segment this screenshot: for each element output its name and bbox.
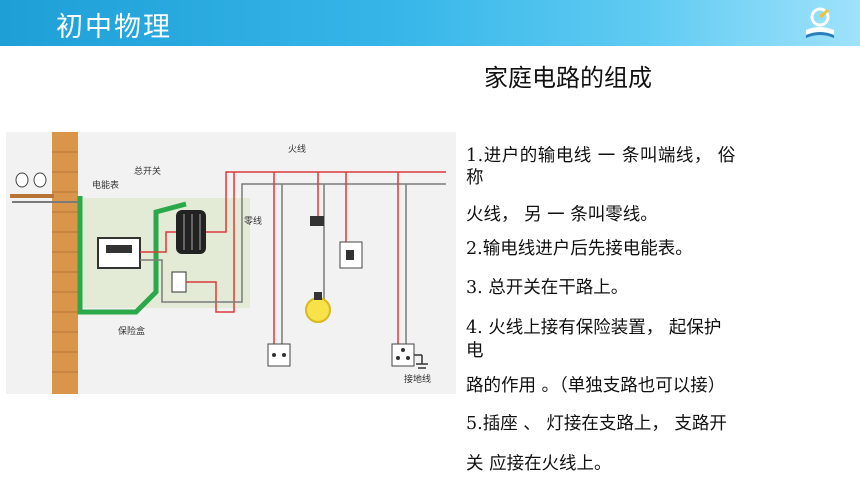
light-bulb — [305, 297, 331, 323]
header-banner: 初中物理 — [0, 0, 860, 46]
label-fire-wire: 火线 — [288, 143, 306, 155]
point-line-5: 3. 总开关在干路上。 — [466, 278, 629, 298]
banner-title: 初中物理 — [56, 12, 172, 43]
book-logo-icon — [806, 7, 834, 38]
socket-three-pin — [391, 343, 415, 367]
point-line-9: 5.插座 、 灯接在支路上， 支路开 — [466, 414, 727, 434]
label-fuse-box: 保险盒 — [118, 325, 145, 337]
point-line-8: 路的作用 。（单独支路也可以接） — [466, 376, 726, 396]
house-area — [68, 198, 250, 308]
socket-two-pin — [267, 343, 291, 367]
ground-wire — [77, 196, 187, 315]
point-line-1: 1.进户的输电线 一 条叫端线， 俗 — [466, 146, 736, 166]
fuse-box — [171, 271, 187, 293]
point-line-4: 2.输电线进户后先接电能表。 — [466, 239, 693, 259]
point-line-10: 关 应接在火线上。 — [466, 454, 612, 474]
point-line-2: 称 — [466, 168, 484, 188]
point-line-3: 火线， 另 一 条叫零线。 — [466, 205, 658, 225]
label-meter: 电能表 — [92, 179, 119, 191]
label-main-switch: 总开关 — [134, 165, 161, 177]
slide-subtitle: 家庭电路的组成 — [484, 64, 652, 92]
household-circuit-diagram: 火线 总开关 电能表 零线 保险盒 接地线 — [6, 132, 456, 394]
label-neutral-wire: 零线 — [244, 215, 262, 227]
insulators — [15, 172, 47, 188]
point-line-7: 电 — [466, 341, 484, 361]
brick-wall — [52, 132, 78, 394]
label-ground-wire: 接地线 — [404, 373, 431, 385]
point-line-6: 4. 火线上接有保险装置， 起保护 — [466, 318, 722, 338]
